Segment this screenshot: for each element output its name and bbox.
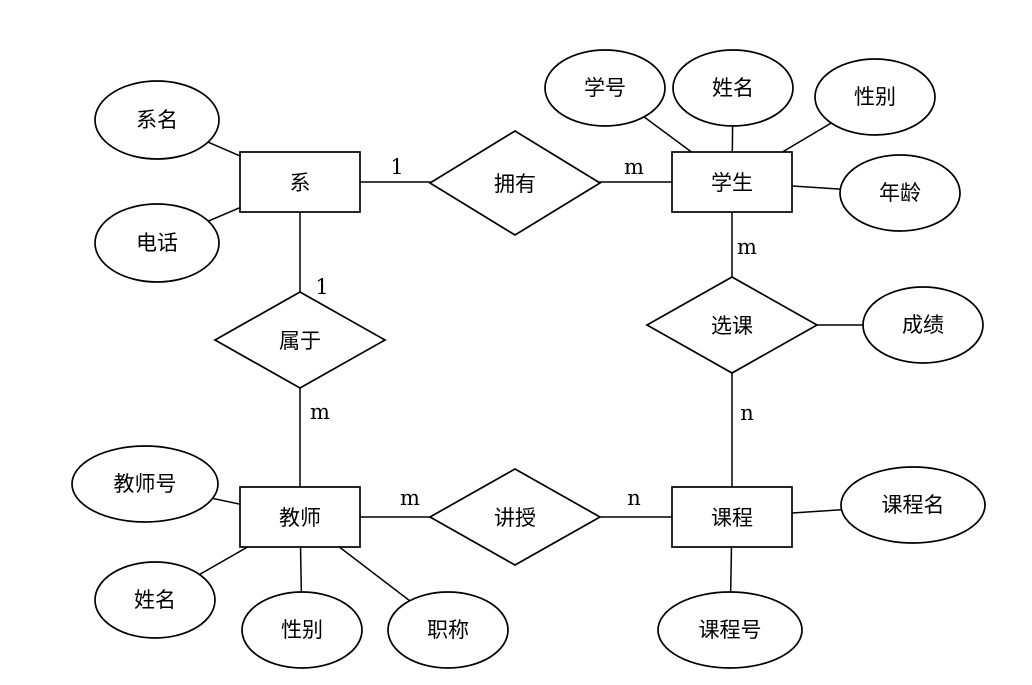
attribute-ellipse — [672, 49, 794, 127]
attribute-label: 学号 — [584, 76, 626, 100]
attribute-department-name: 系名 — [94, 80, 220, 160]
attribute-ellipse — [862, 286, 984, 364]
attribute-label: 姓名 — [134, 588, 176, 612]
attribute-label: 课程号 — [699, 618, 762, 642]
attribute-label: 成绩 — [902, 313, 944, 337]
attribute-ellipse — [94, 80, 220, 160]
attribute-student-gender: 性别 — [814, 58, 936, 136]
attribute-label: 性别 — [854, 85, 896, 109]
relationship-label: 讲授 — [494, 506, 536, 530]
cardinality-selection-course: n — [740, 401, 754, 425]
relationship-label: 属于 — [279, 329, 321, 353]
relationship-owns: 拥有 — [428, 130, 602, 236]
entity-rect — [671, 151, 793, 213]
entity-student: 学生 — [671, 151, 793, 213]
attribute-teacher-name: 姓名 — [94, 561, 216, 639]
entity-department: 系 — [239, 151, 361, 213]
attribute-label: 职称 — [427, 618, 469, 642]
attribute-ellipse — [94, 561, 216, 639]
attribute-ellipse — [94, 203, 220, 283]
attribute-label: 教师号 — [114, 472, 177, 496]
attribute-ellipse — [840, 466, 986, 544]
attribute-ellipse — [544, 49, 666, 127]
attribute-teacher-gender: 性别 — [241, 591, 363, 669]
attribute-label: 性别 — [281, 618, 323, 642]
attribute-label: 课程名 — [882, 493, 945, 517]
attribute-student-name: 姓名 — [672, 49, 794, 127]
entity-label: 课程 — [711, 506, 753, 530]
cardinality-belongs-teacher: m — [310, 400, 330, 424]
relationship-label: 拥有 — [494, 172, 536, 196]
attribute-ellipse — [241, 591, 363, 669]
attribute-label: 姓名 — [712, 76, 754, 100]
cardinality-owns-student: m — [624, 155, 644, 179]
entity-rect — [239, 486, 361, 548]
attribute-label: 年龄 — [879, 181, 921, 205]
attribute-ellipse — [839, 154, 961, 232]
entity-label: 学生 — [711, 171, 753, 195]
attribute-ellipse — [387, 591, 509, 669]
attribute-label: 电话 — [136, 231, 178, 255]
attribute-course-name: 课程名 — [840, 466, 986, 544]
attribute-label: 系名 — [136, 108, 178, 132]
attribute-ellipse — [814, 58, 936, 136]
cardinality-labels: 1 m 1 m m n m n — [310, 155, 757, 510]
relationship-diamond — [645, 276, 819, 374]
attribute-grade: 成绩 — [862, 286, 984, 364]
relationship-teaches: 讲授 — [428, 468, 602, 566]
relationship-label: 选课 — [711, 314, 753, 338]
attribute-course-number: 课程号 — [657, 591, 803, 669]
attribute-ellipse — [657, 591, 803, 669]
entity-rect — [239, 151, 361, 213]
entity-rect — [671, 486, 793, 548]
relationship-course-selection: 选课 — [645, 276, 819, 374]
cardinality-teaches-teacher: m — [400, 486, 420, 510]
entity-label: 教师 — [279, 506, 321, 530]
relationship-diamond — [428, 468, 602, 566]
attribute-student-number: 学号 — [544, 49, 666, 127]
entity-label: 系 — [290, 171, 311, 195]
relationship-belongs-to: 属于 — [213, 291, 387, 389]
attribute-student-age: 年龄 — [839, 154, 961, 232]
attribute-department-phone: 电话 — [94, 203, 220, 283]
entity-teacher: 教师 — [239, 486, 361, 548]
cardinality-owns-department: 1 — [390, 155, 403, 179]
cardinality-belongs-department: 1 — [315, 275, 328, 299]
relationship-diamond — [213, 291, 387, 389]
entity-course: 课程 — [671, 486, 793, 548]
attribute-teacher-number: 教师号 — [71, 445, 219, 523]
attribute-teacher-title: 职称 — [387, 591, 509, 669]
relationship-diamond — [428, 130, 602, 236]
attribute-ellipse — [71, 445, 219, 523]
cardinality-selection-student: m — [737, 235, 757, 259]
cardinality-teaches-course: n — [627, 486, 641, 510]
